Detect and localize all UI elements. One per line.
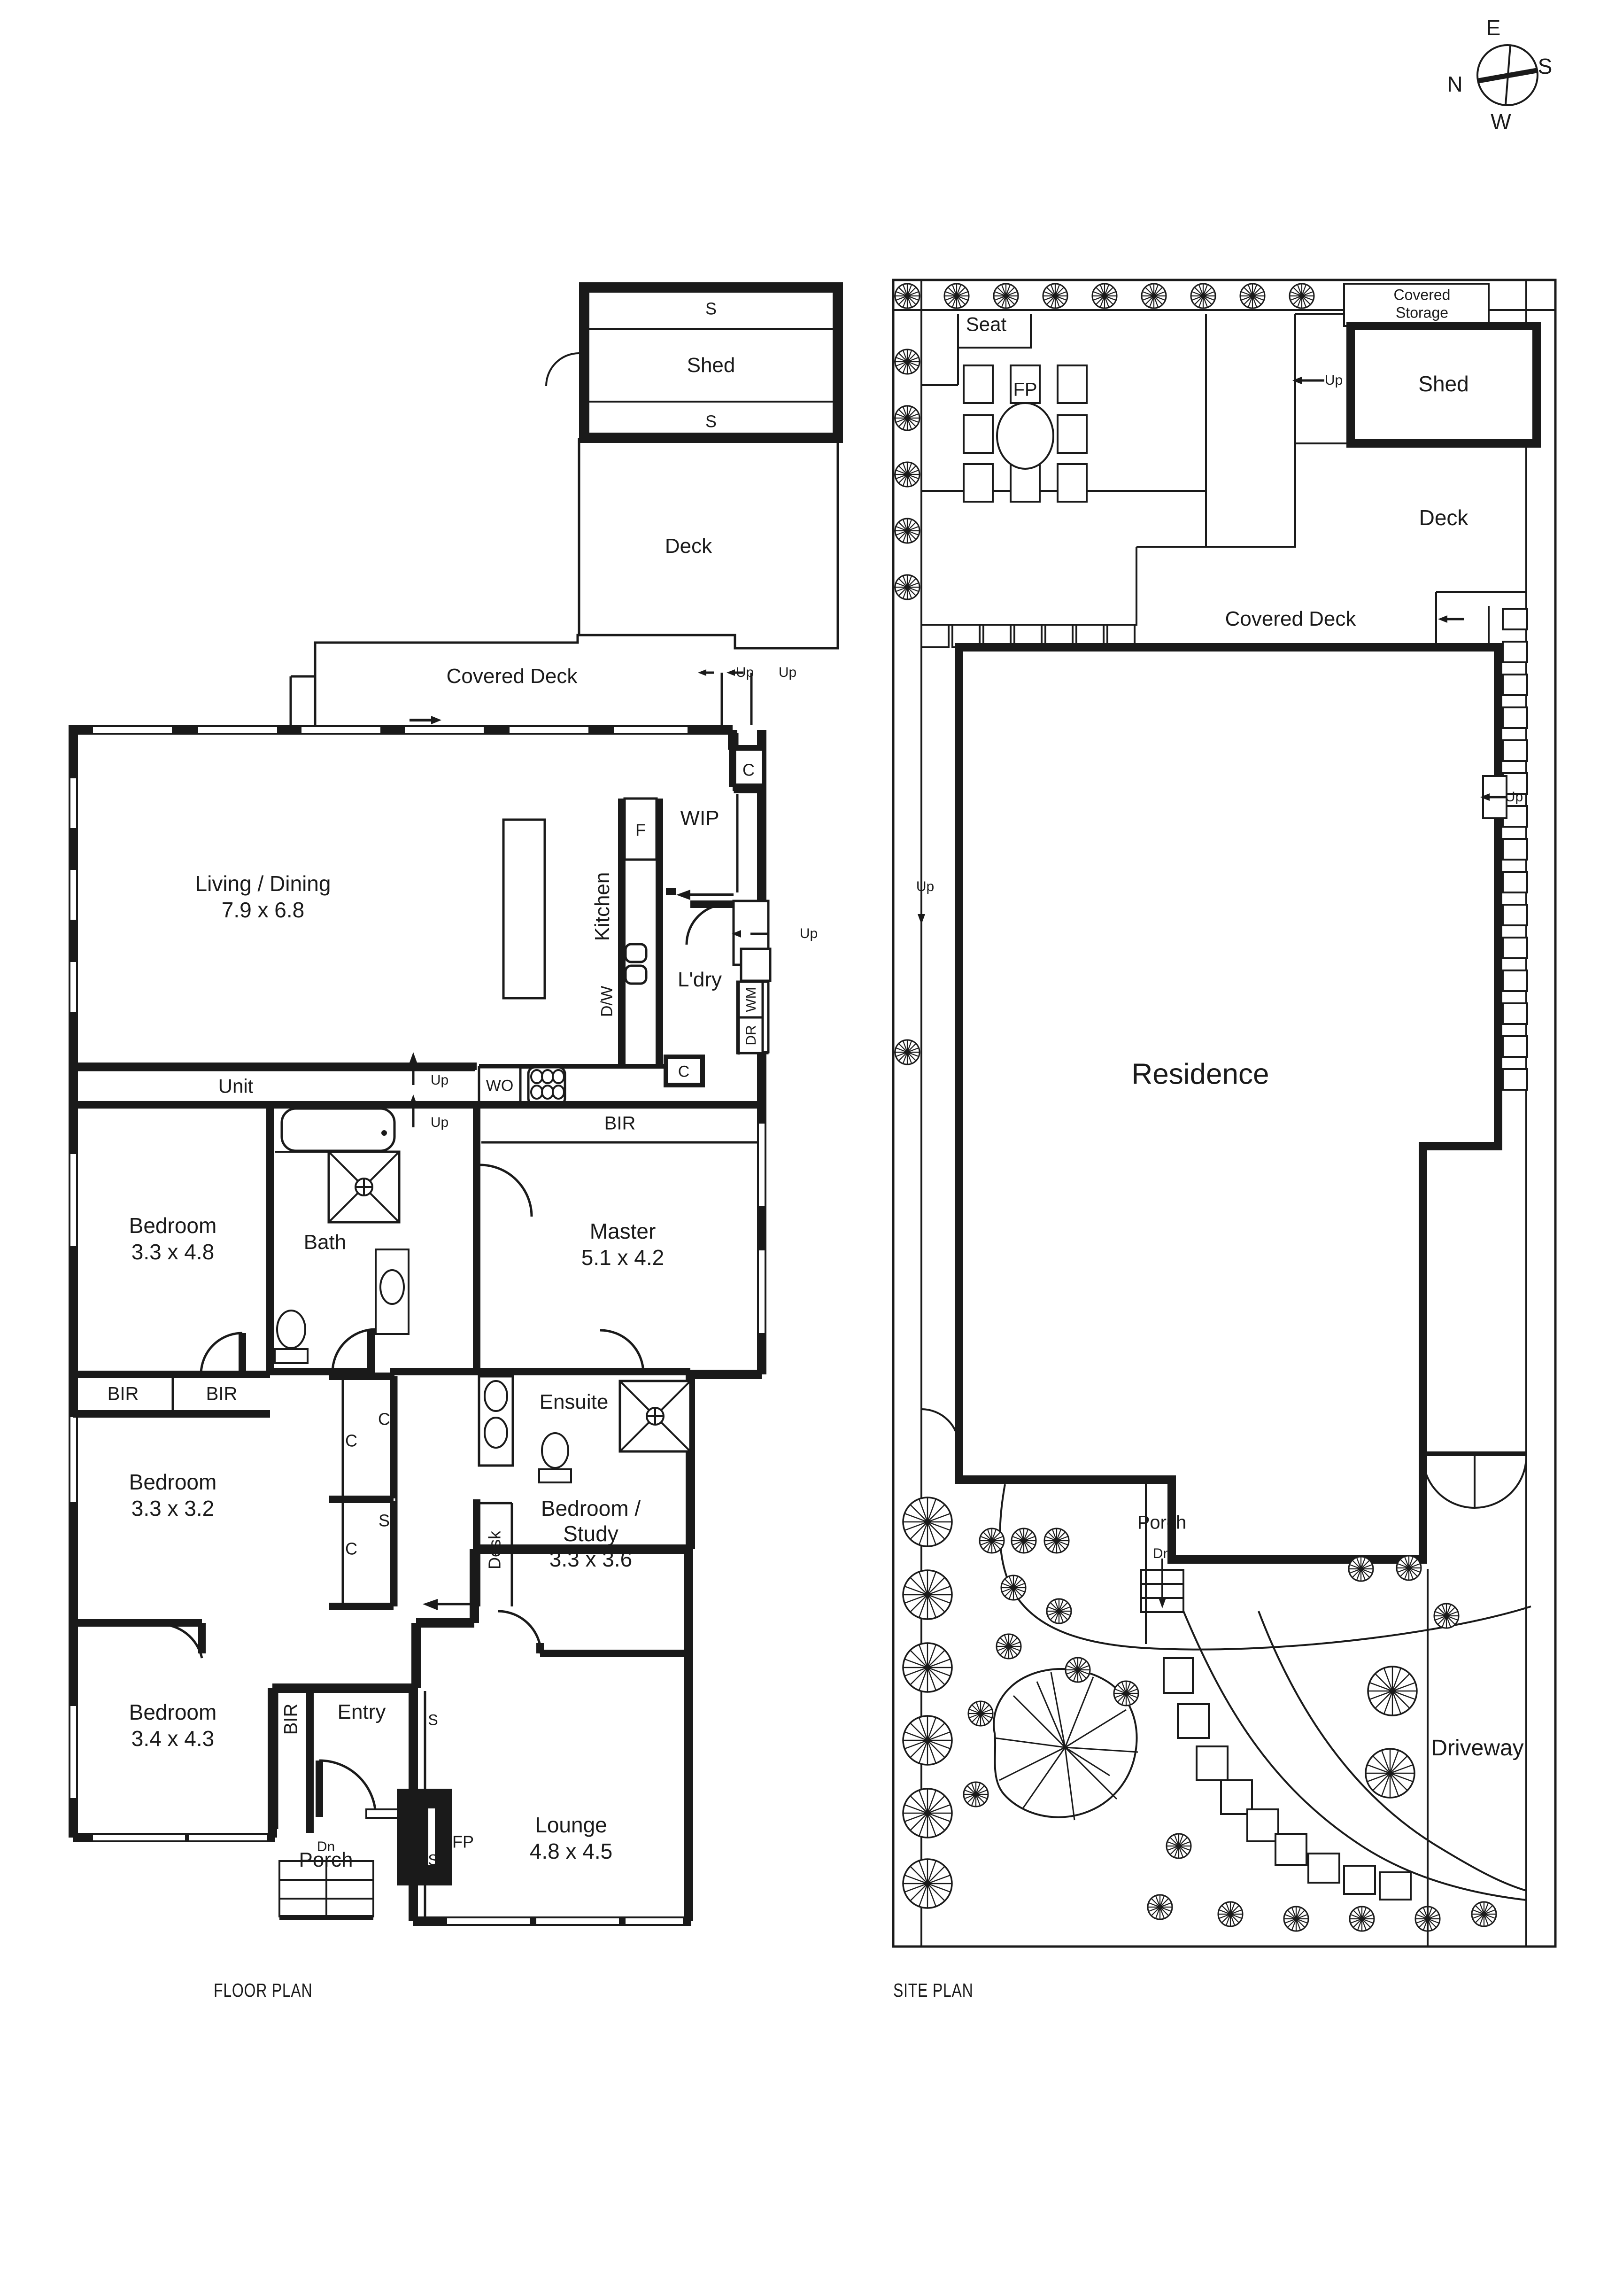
bir-bedroom-3-label: BIR — [280, 1703, 301, 1735]
bir-left-2-label: BIR — [206, 1383, 238, 1404]
bedroom-1-dims: 3.3 x 4.8 — [131, 1240, 215, 1264]
floor-plan-title: FLOOR PLAN — [214, 1979, 313, 2001]
shed-label: Shed — [687, 354, 735, 377]
compass-label-south: S — [1538, 54, 1553, 79]
up-label-unit-2: Up — [430, 1114, 449, 1130]
ensuite-label: Ensuite — [539, 1390, 609, 1414]
site-deck-label: Deck — [1419, 505, 1468, 530]
master-dims: 5.1 x 4.2 — [581, 1245, 665, 1270]
compass-label-north: N — [1447, 72, 1463, 97]
dryer-label: DR — [743, 1025, 759, 1046]
shelf-entry-bottom-label: S — [428, 1851, 438, 1869]
site-covered-storage-line1: Covered — [1393, 286, 1451, 303]
down-porch-label: Dn — [317, 1838, 335, 1854]
site-plan-title: SITE PLAN — [893, 1979, 974, 2001]
cupboard-hall-3-label: C — [345, 1539, 357, 1559]
site-down-porch-label: Dn — [1152, 1545, 1171, 1561]
site-driveway-label: Driveway — [1431, 1736, 1524, 1761]
bath-label: Bath — [303, 1231, 347, 1254]
unit-label: Unit — [218, 1075, 254, 1097]
entry-label: Entry — [337, 1700, 386, 1724]
bedroom-2-dims: 3.3 x 3.2 — [131, 1496, 215, 1521]
cupboard-kitchen-label: C — [678, 1063, 690, 1081]
up-label-deck-1: Up — [735, 664, 754, 680]
bedroom-3-dims: 3.4 x 4.3 — [131, 1726, 215, 1751]
site-shed-label: Shed — [1418, 372, 1469, 396]
bedroom-study-dims: 3.3 x 3.6 — [549, 1547, 633, 1572]
site-seat-label: Seat — [966, 313, 1007, 335]
cupboard-wip-label: C — [742, 760, 755, 780]
kitchen-label: Kitchen — [591, 872, 614, 941]
lounge-dims: 4.8 x 4.5 — [529, 1839, 613, 1864]
compass-rose — [1461, 28, 1554, 122]
porch-label: Porch — [299, 1848, 353, 1872]
bir-left-1-label: BIR — [107, 1383, 139, 1404]
desk-label: Desk — [485, 1530, 504, 1570]
deck-label: Deck — [665, 535, 712, 558]
bir-master-label: BIR — [604, 1113, 636, 1134]
fireplace-label: FP — [452, 1832, 474, 1852]
cupboard-hall-1-label: C — [345, 1431, 357, 1451]
compass-label-east: E — [1486, 16, 1501, 40]
site-firepit-label: FP — [1013, 379, 1037, 400]
fridge-label: F — [635, 820, 646, 840]
up-label-laundry: Up — [799, 925, 818, 941]
laundry-label: L'dry — [678, 968, 722, 992]
bedroom-study-label-2: Study — [563, 1521, 618, 1546]
living-dining-label: Living / Dining — [195, 871, 331, 896]
dishwasher-label: D/W — [598, 985, 616, 1017]
master-label: Master — [589, 1219, 656, 1244]
site-up-left-label: Up — [916, 878, 935, 894]
bedroom-2-label: Bedroom — [129, 1470, 217, 1495]
shelf-entry-top-label: S — [428, 1711, 438, 1729]
site-porch-label: Porch — [1137, 1512, 1187, 1533]
site-residence-label: Residence — [1131, 1058, 1269, 1091]
bedroom-study-label-1: Bedroom / — [541, 1496, 641, 1521]
compass-label-west: W — [1491, 109, 1511, 134]
cupboard-hall-2-label: C — [378, 1409, 390, 1429]
bedroom-1-label: Bedroom — [129, 1213, 217, 1238]
lounge-label: Lounge — [535, 1813, 607, 1838]
covered-deck-label: Covered Deck — [446, 665, 578, 688]
bedroom-3-label: Bedroom — [129, 1700, 217, 1725]
washing-machine-label: WM — [743, 987, 759, 1012]
shed-storage-top-label: S — [705, 299, 717, 318]
up-label-deck-2: Up — [778, 664, 797, 680]
site-up-shed-label: Up — [1324, 372, 1343, 388]
shelf-hall-label: S — [378, 1511, 390, 1530]
site-covered-storage-line2: Storage — [1395, 304, 1449, 321]
shed-storage-bottom-label: S — [705, 411, 717, 431]
up-label-unit-1: Up — [430, 1072, 449, 1088]
wall-oven-label: WO — [486, 1077, 514, 1095]
living-dining-dims: 7.9 x 6.8 — [221, 898, 305, 923]
site-up-right-label: Up — [1505, 789, 1523, 805]
wip-label: WIP — [680, 807, 719, 830]
site-covered-deck-label: Covered Deck — [1225, 607, 1356, 631]
